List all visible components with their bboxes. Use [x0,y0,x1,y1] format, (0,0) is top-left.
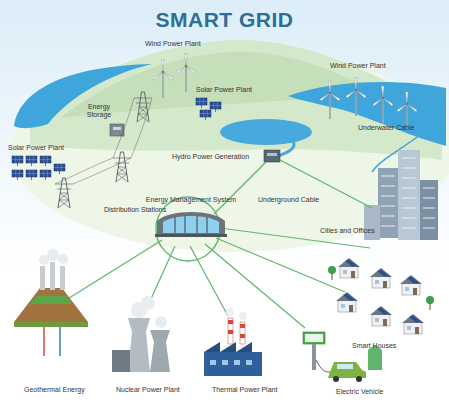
picture-label: Hydro Power Generation [172,153,249,161]
picture-label: Wind Power Plant [330,62,386,70]
picture-label: Cities and Offices [320,227,375,235]
diagram-title: SMART GRID [0,8,449,32]
control-building: Energy Management System [138,196,244,237]
picture-label: Distribution Stations [104,206,166,214]
picture-label: Underground Cable [258,196,319,204]
picture-label: Underwater Cable [358,124,414,132]
picture-label: Solar Power Plant [196,86,252,94]
picture-label: Solar Power Plant [8,144,64,152]
picture-label: Energy Storage [82,103,116,119]
picture-label: Smart Houses [352,342,396,350]
picture-label: Wind Power Plant [145,40,201,48]
node-text: Energy Management System [138,196,244,204]
building-shape [155,207,227,237]
picture-label: Geothermal Energy [24,386,85,394]
grid-lines [66,160,372,328]
picture-label: Nuclear Power Plant [116,386,180,394]
picture-label: Electric Vehicle [336,388,383,396]
picture-label: Thermal Power Plant [212,386,277,394]
